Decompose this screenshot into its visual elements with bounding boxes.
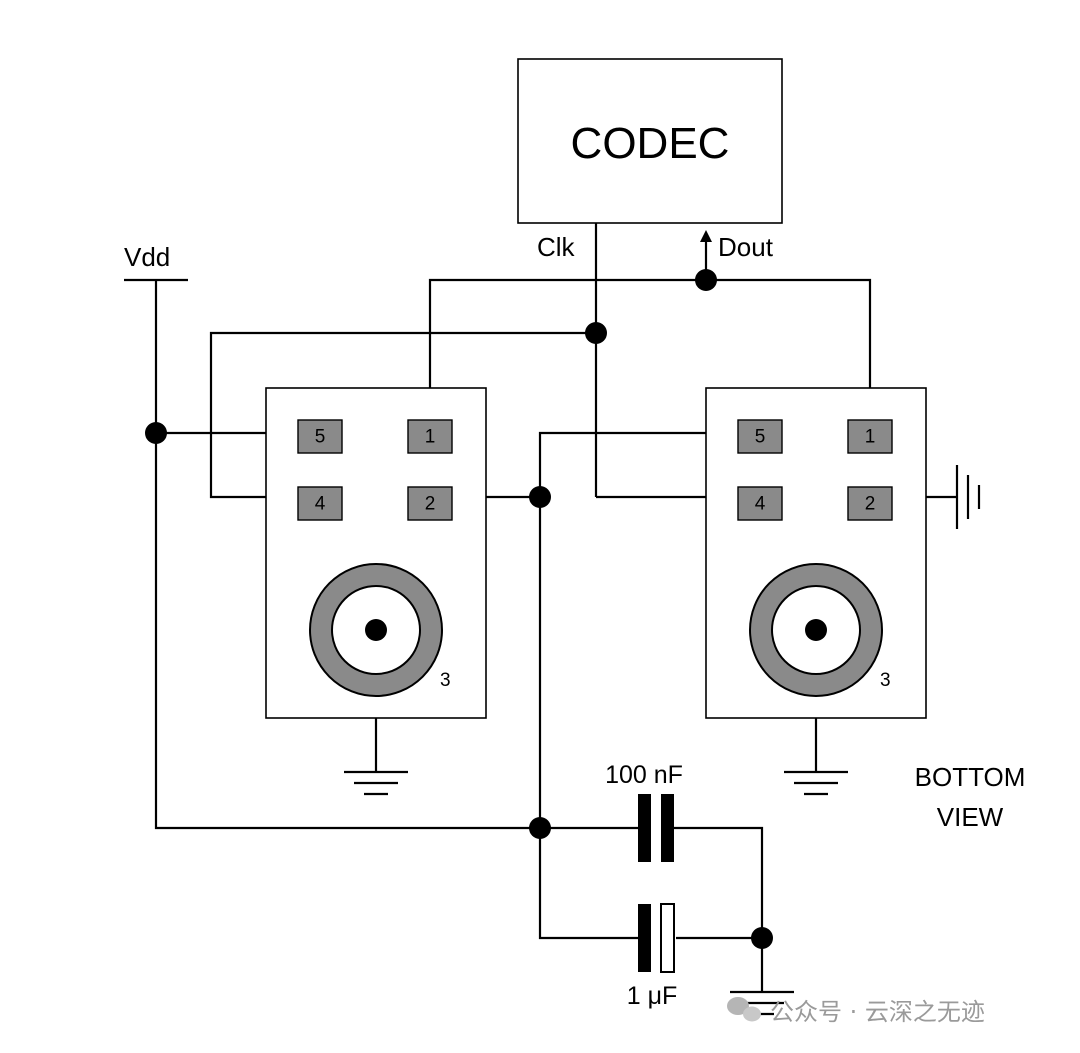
left-pad-2: 2	[425, 494, 436, 515]
left-pad-4: 4	[315, 494, 326, 515]
junction-dots	[145, 269, 773, 949]
microphone-left: 5 1 4 2 3	[265, 387, 487, 719]
capacitor-1uf-label: 1 μF	[627, 982, 678, 1010]
capacitor-100nf: 100 nF	[605, 761, 683, 862]
left-port-label: 3	[440, 670, 451, 691]
bottom-view-line2: VIEW	[937, 802, 1004, 832]
wechat-icon	[727, 997, 761, 1022]
dout-label: Dout	[718, 232, 774, 262]
capacitor-1uf: 1 μF	[627, 903, 678, 1010]
bottom-view-line1: BOTTOM	[915, 762, 1026, 792]
dout-arrow-icon	[700, 230, 712, 242]
left-pad-1: 1	[425, 427, 436, 448]
ground-symbol-left-icon	[344, 770, 408, 796]
codec-label: CODEC	[571, 119, 730, 168]
capacitor-100nf-label: 100 nF	[605, 761, 683, 789]
left-pad-5: 5	[315, 427, 326, 448]
codec-block: CODEC Clk Dout	[517, 58, 783, 262]
right-pad-5: 5	[755, 427, 766, 448]
right-port-label: 3	[880, 670, 891, 691]
watermark: 公众号 · 云深之无迹	[727, 997, 985, 1026]
bottom-view-note: BOTTOM VIEW	[915, 762, 1026, 832]
watermark-text: 公众号 · 云深之无迹	[770, 998, 985, 1026]
right-pad-2: 2	[865, 494, 876, 515]
ground-symbol-right-icon	[784, 770, 848, 796]
ground-symbol-pad2-icon	[955, 465, 981, 529]
vdd-label: Vdd	[124, 242, 170, 272]
right-pad-1: 1	[865, 427, 876, 448]
clk-label: Clk	[537, 232, 576, 262]
right-pad-4: 4	[755, 494, 766, 515]
microphone-right: 5 1 4 2 3	[705, 387, 927, 719]
